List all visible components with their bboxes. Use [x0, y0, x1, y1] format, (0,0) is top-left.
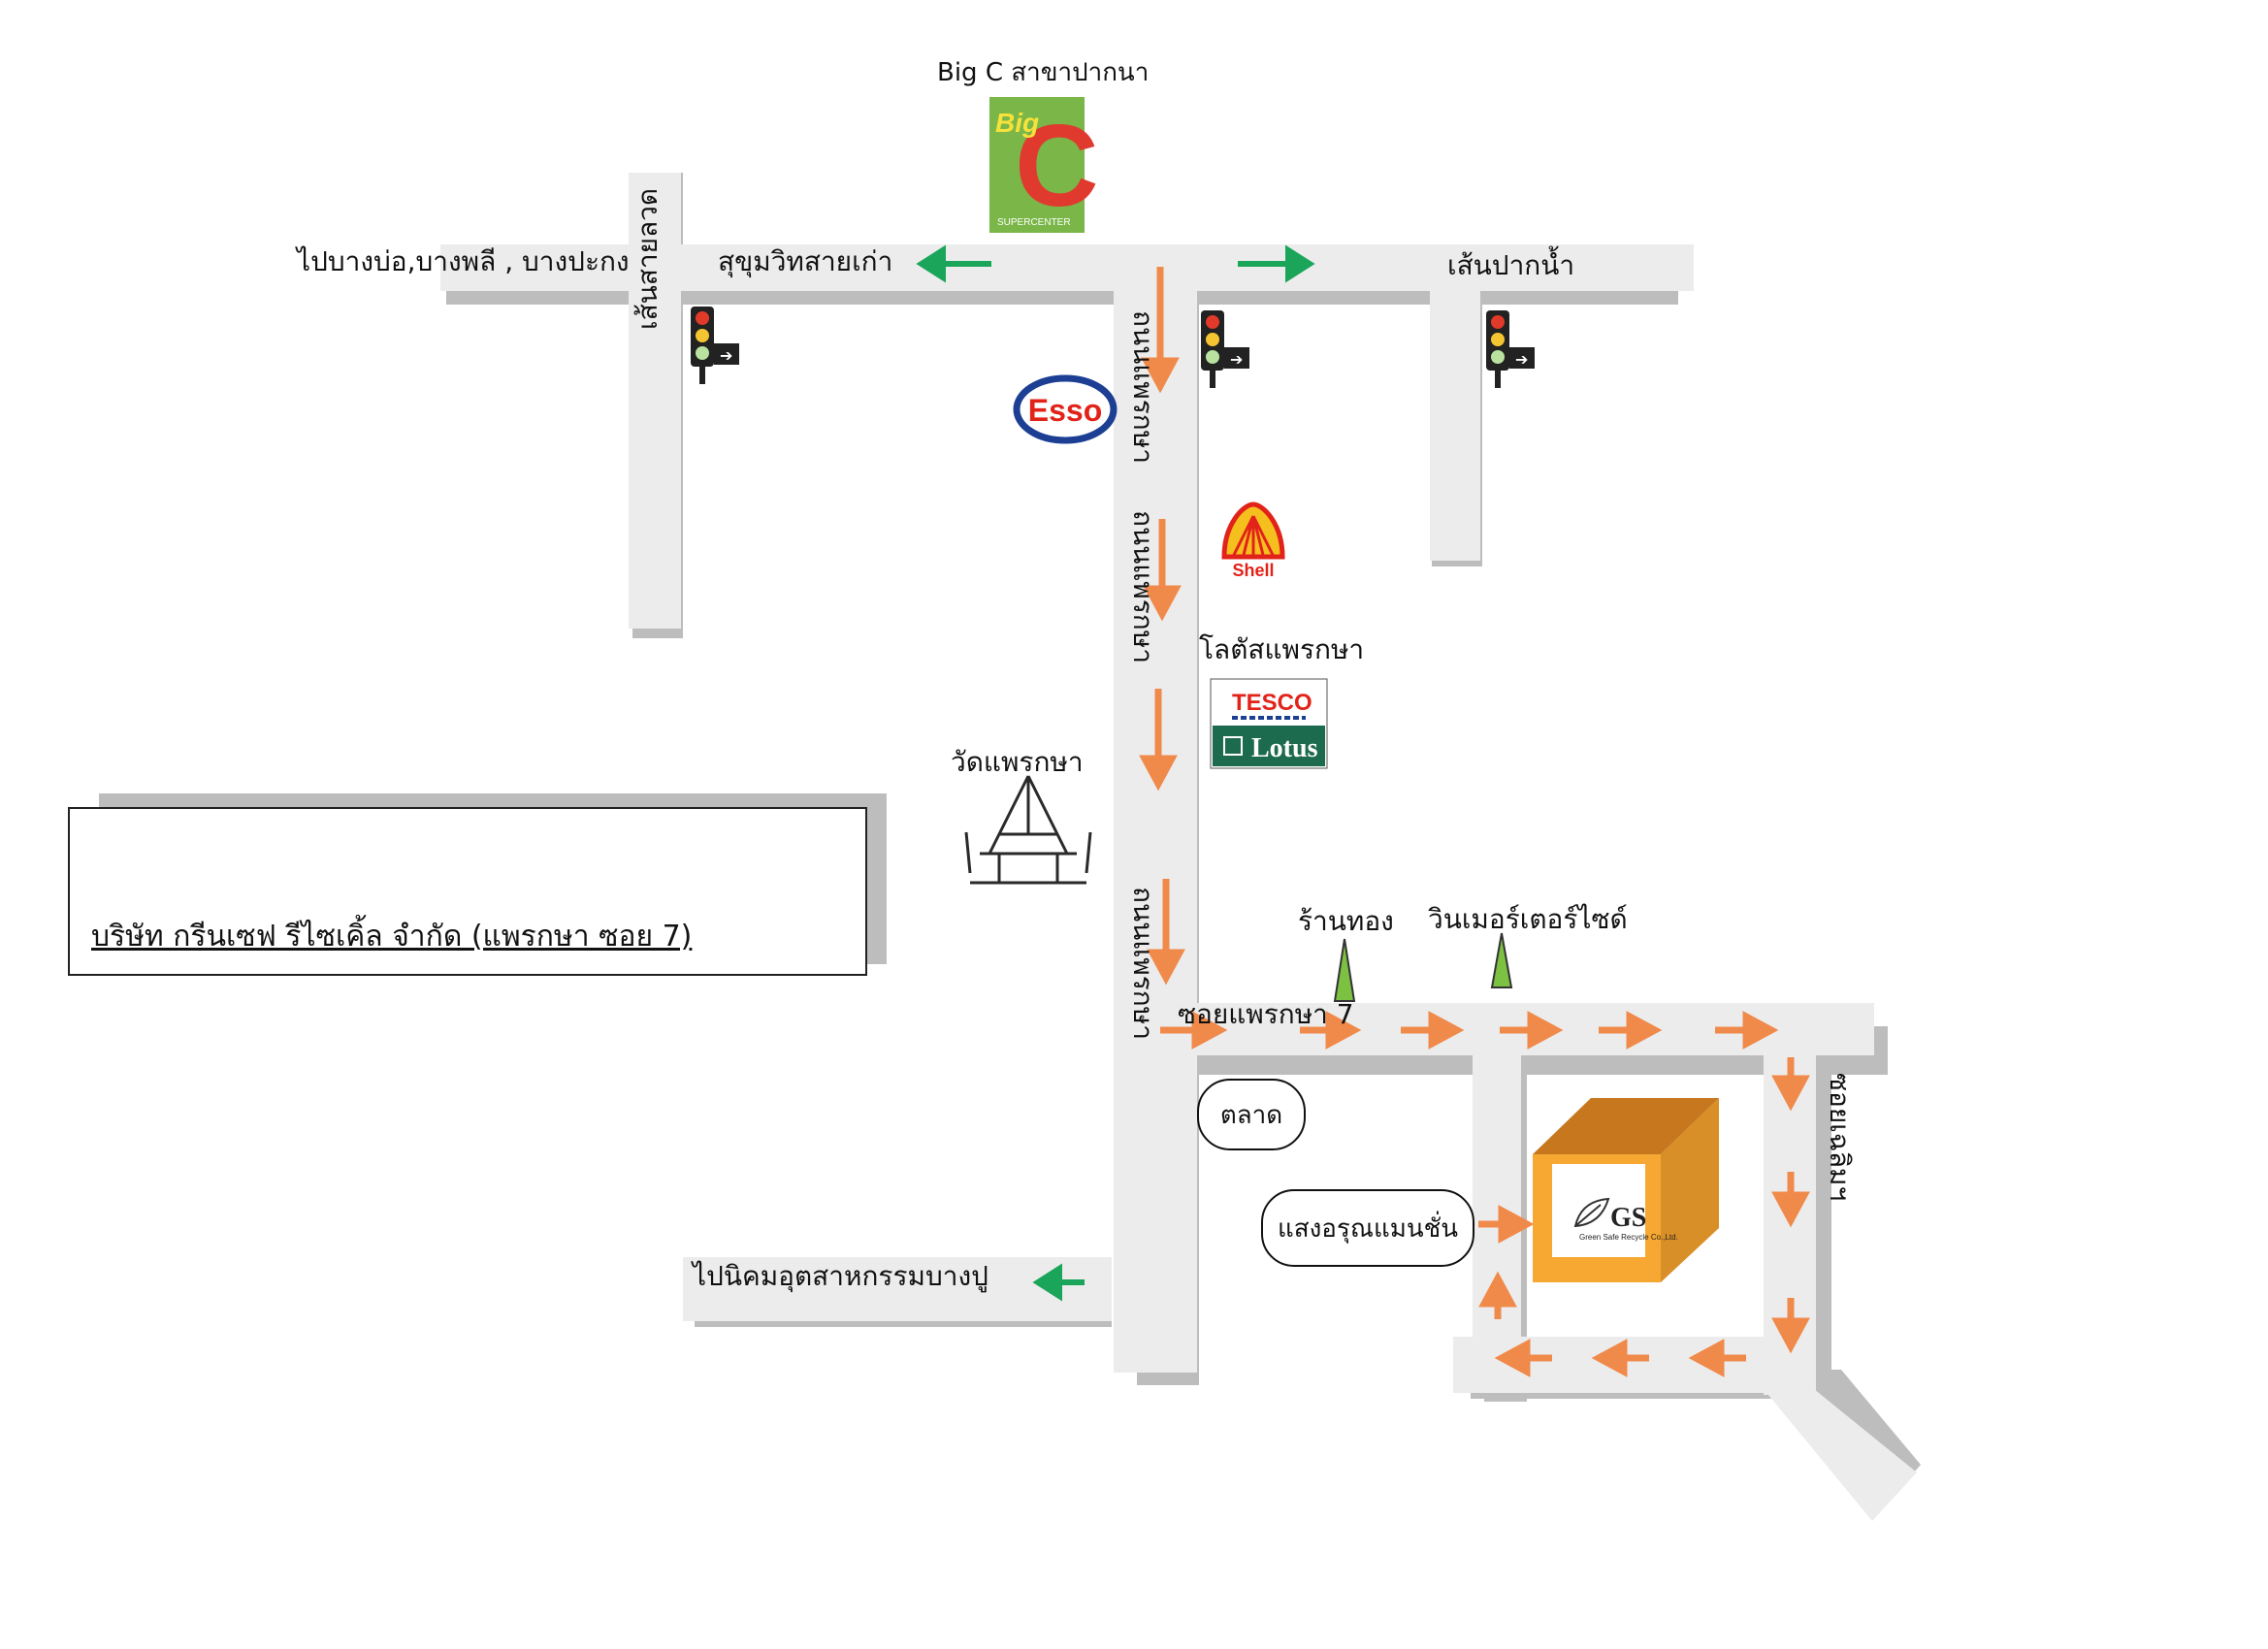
orange-arrows [1139, 267, 1810, 1377]
svg-text:SUPERCENTER: SUPERCENTER [997, 217, 1071, 228]
leaf-logo-icon: GS Green Safe Recycle Co.,Ltd. [1573, 1197, 1678, 1242]
destination-building [1533, 1098, 1719, 1282]
svg-text:C: C [1015, 101, 1099, 231]
svg-text:Esso: Esso [1028, 393, 1102, 428]
mansion-label: แสงอรุณแมนชั่น [1261, 1189, 1474, 1267]
svg-text:TESCO: TESCO [1232, 690, 1312, 716]
tesco-lotus-logo: TESCO Lotus [1210, 678, 1328, 769]
company-name: บริษัท กรีนเซฟ รีไซเคิ้ล จำกัด (แพรกษา ซ… [91, 920, 693, 954]
winmotor-label: วินเมอร์เตอร์ไซด์ [1428, 903, 1628, 935]
landmark-triangle-icon [1333, 938, 1356, 1002]
praeksa-road-label-low: ถนนแพรกษา [1127, 887, 1159, 1040]
company-box: บริษัท กรีนเซฟ รีไซเคิ้ล จำกัด (แพรกษา ซ… [68, 807, 867, 976]
traffic-light-icon: ➔ [691, 307, 739, 384]
svg-text:GS: GS [1610, 1203, 1646, 1233]
traffic-light-icon: ➔ [1486, 310, 1535, 388]
praeksa-road-label-mid: ถนนแพรกษา [1127, 510, 1159, 663]
green-arrows [916, 244, 1315, 1302]
temple-icon [964, 775, 1092, 885]
lotus-praeksa-label: โลตัสแพรกษา [1199, 633, 1365, 665]
chaloem-label: ซอยเฉลิมฯ [1824, 1073, 1856, 1202]
road-praeksa [1114, 281, 1197, 1373]
landmark-triangle-icon [1490, 932, 1513, 988]
road-sailuat [629, 173, 681, 629]
to-bangbo-label: ไปบางบ่อ,บางพลี , บางปะกง [297, 245, 630, 277]
svg-text:Green Safe Recycle Co.,Ltd.: Green Safe Recycle Co.,Ltd. [1579, 1233, 1678, 1242]
market-label: ตลาด [1197, 1079, 1306, 1150]
svg-text:➔: ➔ [1230, 350, 1243, 369]
road-bangpoo [683, 1257, 1112, 1321]
bigc-logo: C Big SUPERCENTER [989, 97, 1099, 233]
shell-logo: Shell [1221, 501, 1285, 580]
sailuat-label: เส้นสายลวด [632, 187, 664, 330]
road-chaloem-extension [1764, 1389, 1917, 1521]
svg-text:➔: ➔ [720, 346, 732, 365]
svg-text:Lotus: Lotus [1251, 733, 1318, 763]
to-bangpoo-label: ไปนิคมอุตสาหกรรมบางปู [693, 1260, 988, 1292]
sukhumvit-label: สุขุมวิทสายเก่า [718, 245, 893, 277]
svg-text:➔: ➔ [1515, 350, 1528, 369]
road-paknam [1430, 291, 1480, 561]
traffic-light-icon: ➔ [1201, 310, 1249, 388]
esso-logo: Esso [1013, 374, 1118, 444]
bigc-branch-label: Big C สาขาปากนา [937, 58, 1150, 87]
svg-text:Shell: Shell [1232, 561, 1274, 580]
svg-text:Big: Big [995, 108, 1039, 138]
soi-praeksa7-label: ซอยแพรกษา 7 [1178, 998, 1354, 1030]
paknam-label: เส้นปากน้ำ [1447, 249, 1575, 281]
wat-praeksa-label: วัดแพรกษา [951, 746, 1084, 778]
praeksa-road-label-top: ถนนแพรกษา [1127, 310, 1159, 464]
gold-shop-label: ร้านทอง [1298, 905, 1394, 937]
